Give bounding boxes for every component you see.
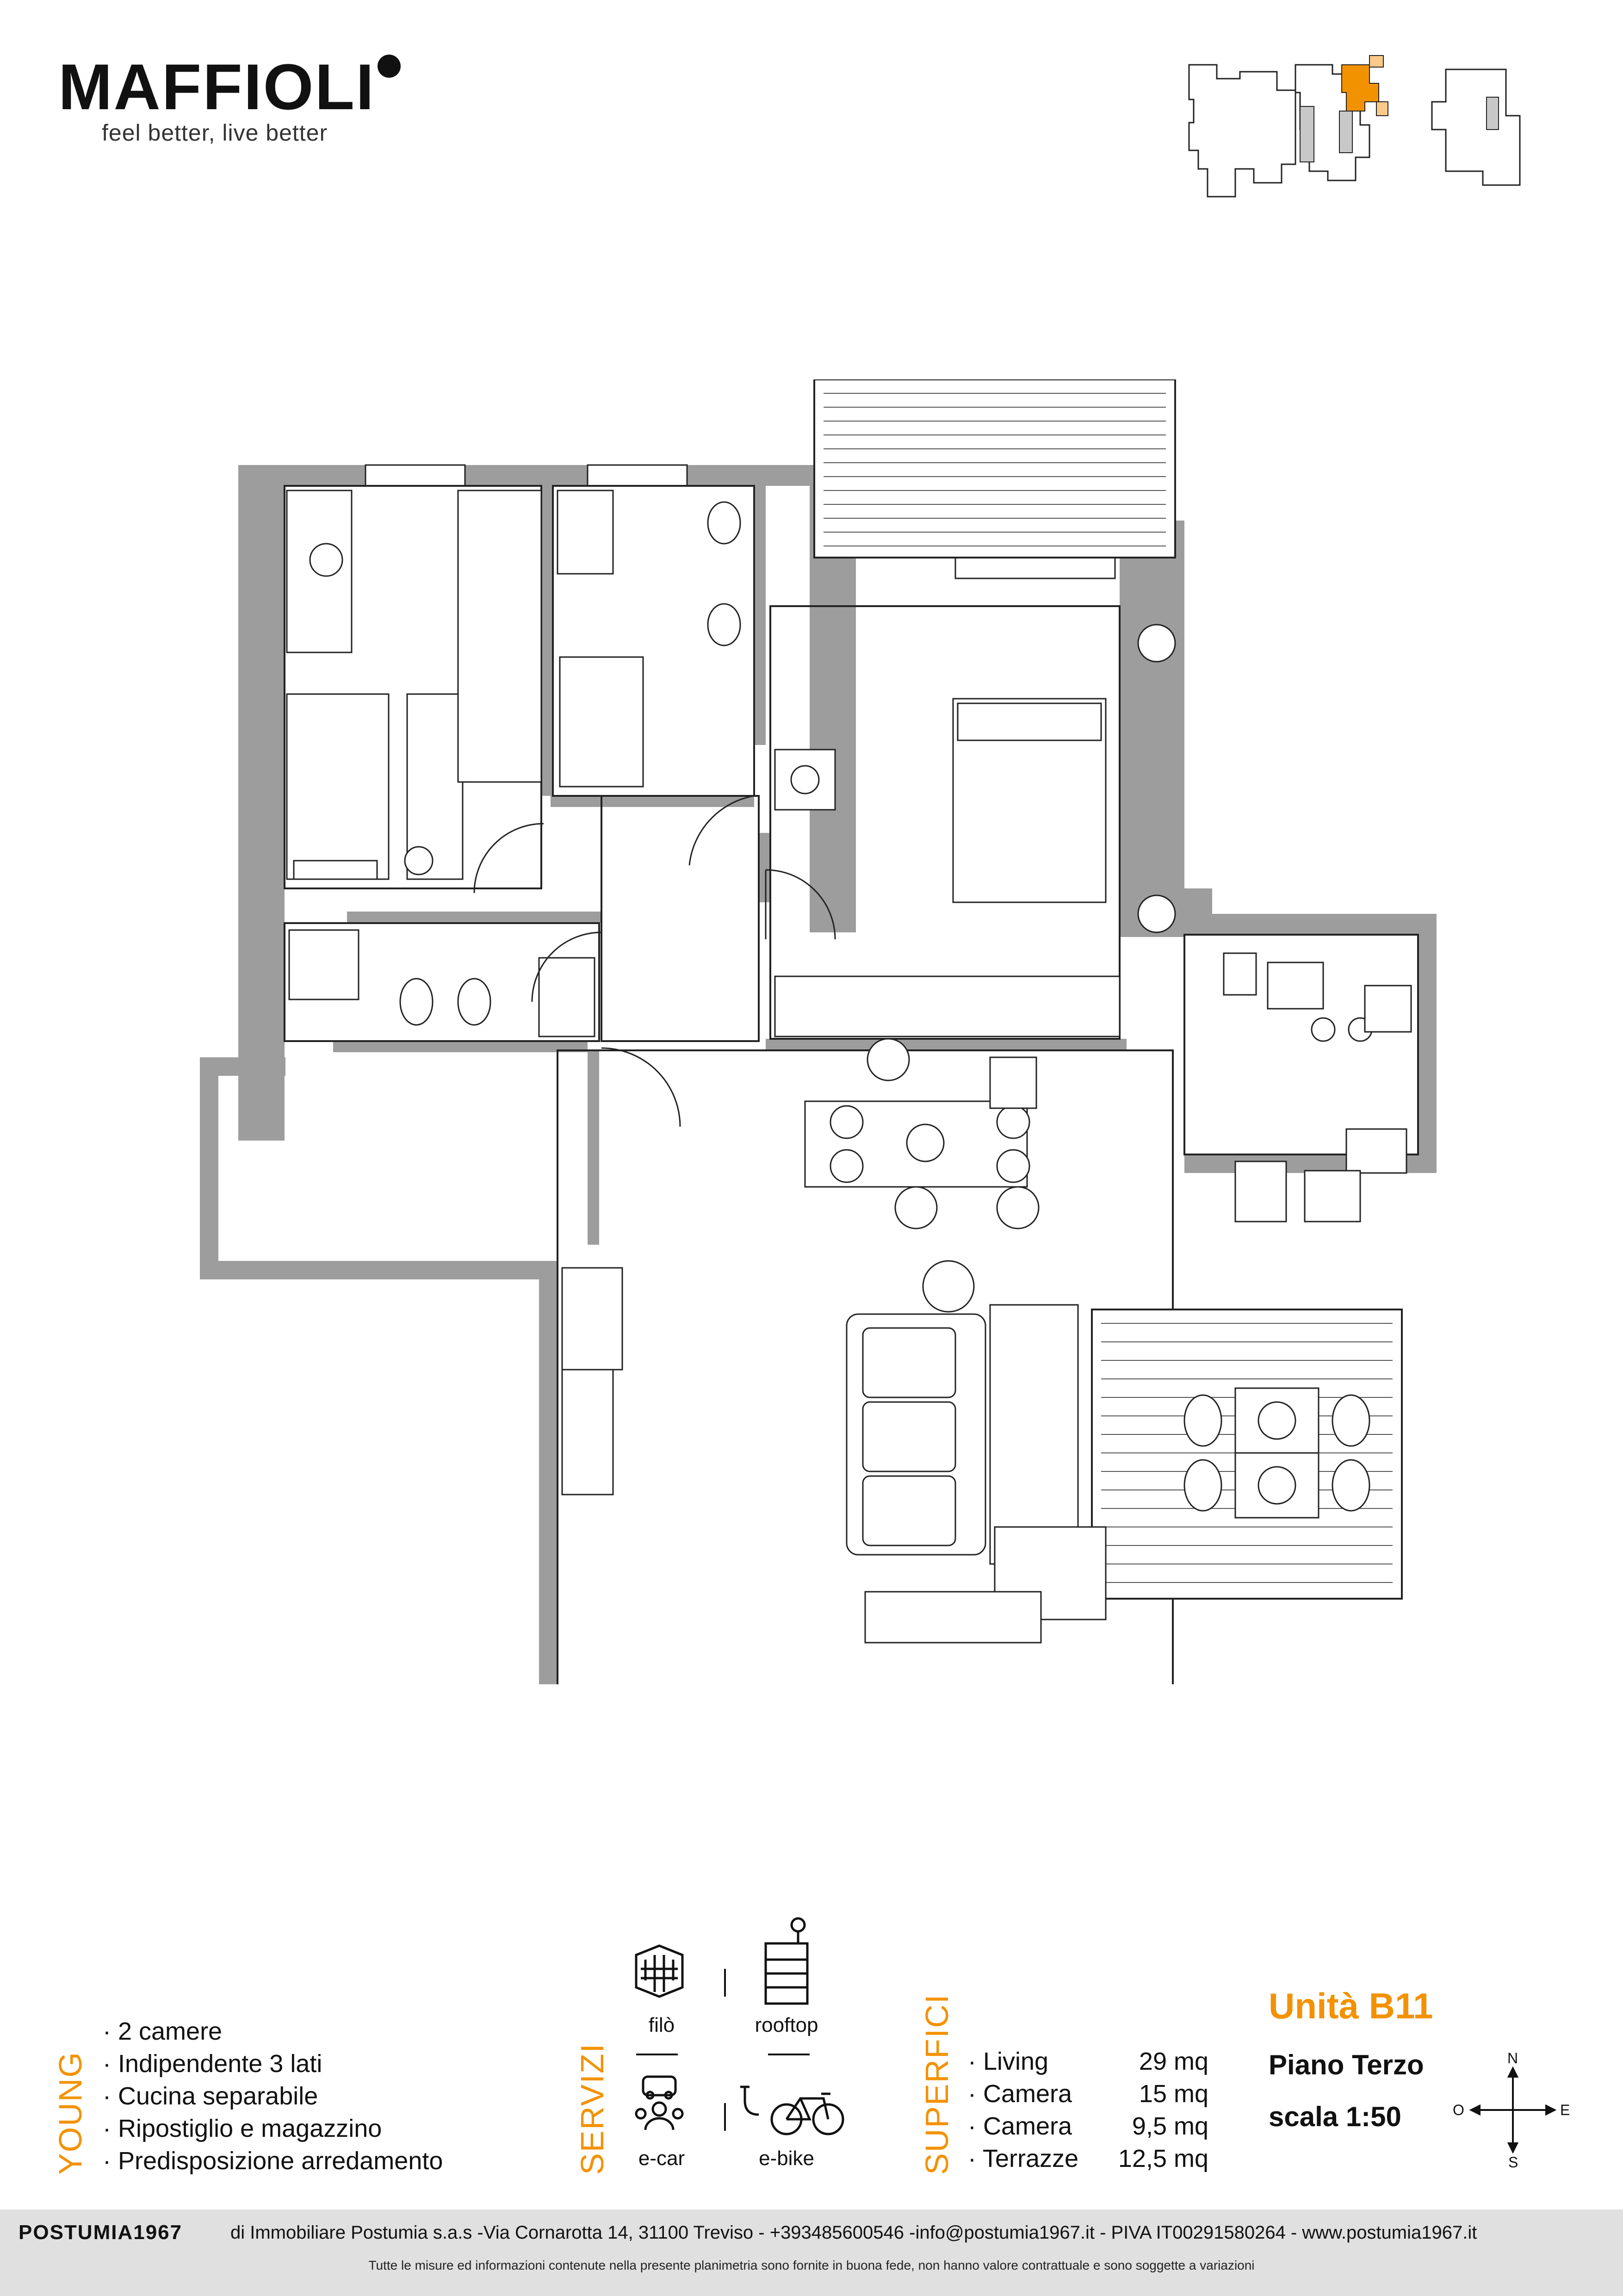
footer-disclaimer: Tutte le misure ed informazioni contenut… xyxy=(368,2258,1255,2272)
brand-logo-dot xyxy=(378,55,401,78)
floor-plan xyxy=(200,379,1437,1684)
services-title: SERVIZI xyxy=(574,2042,610,2175)
brand-logo: MAFFIOLI xyxy=(58,50,375,123)
service-divider xyxy=(724,2103,726,2131)
service-divider xyxy=(724,1969,726,1997)
surface-value: 15 mq xyxy=(1139,2080,1208,2108)
compass-arrows-icon xyxy=(1469,2066,1557,2154)
surface-label: · Camera xyxy=(968,2080,1072,2108)
key-plan-diagram xyxy=(1188,55,1521,198)
brand-tagline: feel better, live better xyxy=(102,120,328,146)
footer-bar xyxy=(0,2209,1623,2296)
feature-item: · Cucina separabile xyxy=(103,2082,318,2110)
feature-list: · 2 camere · Indipendente 3 lati · Cucin… xyxy=(103,2015,443,2177)
e-car-icon xyxy=(635,2075,684,2130)
surface-label: · Living xyxy=(968,2048,1049,2075)
compass-n: N xyxy=(1507,2050,1518,2066)
footer-company: POSTUMIA1967 xyxy=(19,2221,183,2244)
surface-label: · Camera xyxy=(968,2112,1072,2140)
compass-s: S xyxy=(1508,2154,1518,2171)
unit-title: Unità B11 xyxy=(1269,1986,1433,2026)
footer-address: di Immobiliare Postumia s.a.s -Via Corna… xyxy=(230,2222,1477,2243)
service-label-rooftop: rooftop xyxy=(755,2014,818,2036)
surface-value: 29 mq xyxy=(1139,2048,1208,2075)
surfaces-table: · Living 29 mq · Camera 15 mq · Camera 9… xyxy=(968,2045,1208,2175)
service-label-e-car: e-car xyxy=(638,2147,685,2170)
feature-item: · 2 camere xyxy=(103,2017,223,2045)
feature-item: · Predisposizione arredamento xyxy=(103,2147,443,2175)
surface-value: 9,5 mq xyxy=(1132,2112,1208,2140)
surface-row: · Camera 15 mq xyxy=(968,2078,1208,2110)
surface-row: · Camera 9,5 mq xyxy=(968,2110,1208,2142)
unit-floor: Piano Terzo xyxy=(1269,2049,1424,2080)
unit-scale: scala 1:50 xyxy=(1269,2101,1401,2132)
rooftop-icon xyxy=(764,1917,809,2005)
compass-o: O xyxy=(1453,2102,1464,2118)
surface-label: · Terrazze xyxy=(968,2145,1079,2172)
compass-e: E xyxy=(1560,2102,1570,2118)
filo-icon xyxy=(635,1944,684,1998)
profile-category: YOUNG xyxy=(52,2051,88,2175)
surface-row: · Living 29 mq xyxy=(968,2045,1208,2078)
feature-item: · Ripostiglio e magazzino xyxy=(103,2115,382,2142)
surface-row: · Terrazze 12,5 mq xyxy=(968,2142,1208,2175)
service-label-e-bike: e-bike xyxy=(759,2147,814,2170)
service-label-filo: filò xyxy=(648,2014,675,2036)
service-underline xyxy=(636,2054,678,2055)
terrace-north xyxy=(813,379,1176,558)
service-underline xyxy=(768,2054,810,2055)
e-bike-icon xyxy=(740,2085,844,2135)
surfaces-title: SUPERFICI xyxy=(919,1993,955,2175)
surface-value: 12,5 mq xyxy=(1118,2145,1208,2172)
feature-item: · Indipendente 3 lati xyxy=(103,2050,322,2078)
compass-rose: N S O E xyxy=(1453,2050,1573,2171)
